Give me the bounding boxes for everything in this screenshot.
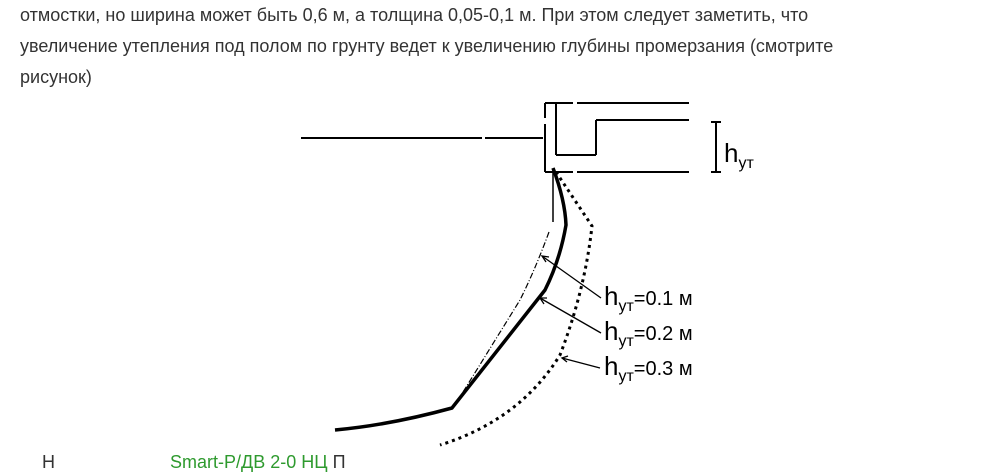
- curve-label-0.2: hут=0.2 м: [604, 316, 693, 350]
- curve-label-0.1: hут=0.1 м: [604, 281, 693, 315]
- clipped-text: П: [332, 452, 346, 472]
- paragraph-line: увеличение утепления под полом по грунту…: [20, 36, 834, 56]
- dimension-label: hут: [724, 138, 754, 172]
- clipped-text: Н: [42, 452, 55, 472]
- paragraph-line: рисунок): [20, 67, 92, 87]
- curve-label-0.3: hут=0.3 м: [604, 351, 693, 385]
- freezing-depth-figure: hут hут=0.1 м hут=0.2 м hут=0.3 м: [301, 102, 754, 447]
- body-paragraph: отмостки, но ширина может быть 0,6 м, а …: [20, 0, 995, 93]
- clipped-link[interactable]: Smart-Р/ДВ 2-0 НЦ: [170, 452, 328, 472]
- paragraph-line: отмостки, но ширина может быть 0,6 м, а …: [20, 5, 809, 25]
- clipped-next-line: Н Smart-Р/ДВ 2-0 НЦ П: [42, 451, 346, 473]
